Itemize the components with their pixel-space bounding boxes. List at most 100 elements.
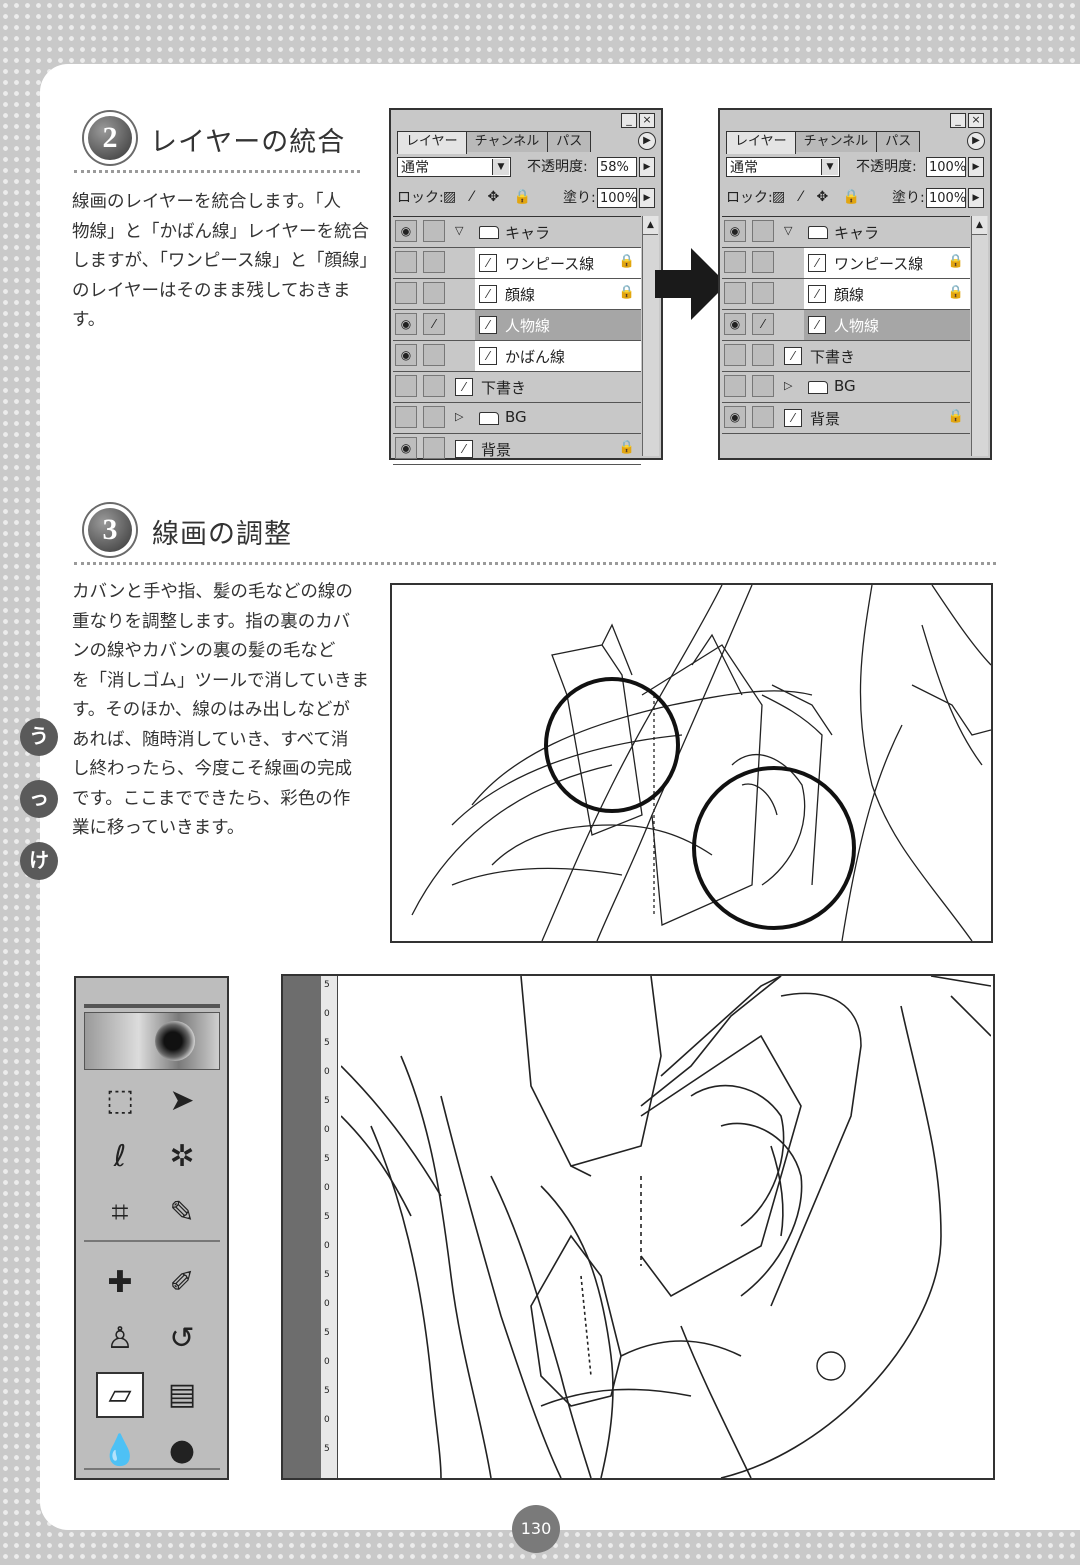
visibility-eye-icon[interactable]: ◉ <box>395 220 417 242</box>
layers-scrollbar[interactable]: ▲ <box>642 216 659 456</box>
opacity-arrow-icon[interactable]: ▶ <box>639 157 655 177</box>
link-brush-icon[interactable] <box>423 406 445 428</box>
close-icon[interactable]: × <box>968 113 984 128</box>
panel-menu-icon[interactable]: ▶ <box>638 132 656 150</box>
visibility-eye-icon[interactable]: ◉ <box>395 313 417 335</box>
scroll-up-icon[interactable]: ▲ <box>972 216 987 235</box>
layer-row[interactable]: ▷BG <box>393 403 641 434</box>
layer-body[interactable]: ⁄人物線 <box>804 310 970 340</box>
layer-body[interactable]: ⁄人物線 <box>475 310 641 340</box>
eraser-icon[interactable]: ▱ <box>96 1372 144 1418</box>
layer-body[interactable]: ⁄背景🔒 <box>780 403 970 433</box>
layers-scrollbar[interactable]: ▲ <box>971 216 988 456</box>
marquee-icon[interactable]: ⬚ <box>105 1083 135 1118</box>
link-brush-icon[interactable]: ⁄ <box>752 313 774 335</box>
brush-icon[interactable]: ✐ <box>169 1265 195 1300</box>
layer-body[interactable]: ⁄顔線🔒 <box>475 279 641 309</box>
link-brush-icon[interactable] <box>752 406 774 428</box>
fill-arrow-icon[interactable]: ▶ <box>968 188 984 208</box>
triangle-right-icon[interactable]: ▷ <box>455 410 464 423</box>
magic-wand-icon[interactable]: ✲ <box>169 1139 195 1174</box>
close-icon[interactable]: × <box>639 113 655 128</box>
layer-row[interactable]: ◉ ⁄ ⁄人物線 <box>722 310 970 341</box>
scroll-up-icon[interactable]: ▲ <box>643 216 658 235</box>
layer-body[interactable]: ⁄ワンピース線🔒 <box>804 248 970 278</box>
visibility-eye-icon[interactable] <box>724 251 746 273</box>
tab-paths[interactable]: パス <box>547 131 592 152</box>
lock-options-icons[interactable]: ▨ ⁄ ✥ 🔒 <box>772 189 866 205</box>
link-brush-icon[interactable] <box>752 375 774 397</box>
layer-body[interactable]: ▽キャラ <box>451 217 641 247</box>
link-brush-icon[interactable] <box>752 344 774 366</box>
visibility-eye-icon[interactable] <box>395 251 417 273</box>
visibility-eye-icon[interactable]: ◉ <box>724 220 746 242</box>
lasso-icon[interactable]: ℓ <box>113 1139 127 1174</box>
visibility-eye-icon[interactable]: ◉ <box>395 437 417 459</box>
link-brush-icon[interactable] <box>423 251 445 273</box>
minimize-icon[interactable]: _ <box>621 113 637 128</box>
layer-row[interactable]: ◉⁄かばん線 <box>393 341 641 372</box>
lock-options-icons[interactable]: ▨ ⁄ ✥ 🔒 <box>443 189 537 205</box>
layer-row[interactable]: ◉ ⁄背景🔒 <box>393 434 641 465</box>
layer-row[interactable]: ◉ ▽キャラ <box>393 217 641 248</box>
visibility-eye-icon[interactable] <box>724 344 746 366</box>
tab-channels[interactable]: チャンネル <box>794 131 878 152</box>
stamp-icon[interactable]: ♙ <box>106 1321 134 1356</box>
triangle-down-icon[interactable]: ▽ <box>784 224 793 237</box>
layer-body[interactable]: ⁄下書き <box>451 372 641 402</box>
layer-row[interactable]: ⁄下書き <box>722 341 970 372</box>
move-icon[interactable]: ➤ <box>169 1083 195 1118</box>
opacity-input[interactable]: 58% <box>597 157 637 177</box>
visibility-eye-icon[interactable] <box>724 282 746 304</box>
tab-layers[interactable]: レイヤー <box>726 131 796 154</box>
blend-mode-select[interactable]: 通常▼ <box>726 157 840 177</box>
layer-row[interactable]: ◉⁄背景🔒 <box>722 403 970 434</box>
tab-paths[interactable]: パス <box>876 131 921 152</box>
layer-body[interactable]: ⁄顔線🔒 <box>804 279 970 309</box>
layer-row[interactable]: ⁄ワンピース線🔒 <box>393 248 641 279</box>
visibility-eye-icon[interactable]: ◉ <box>724 313 746 335</box>
layer-row[interactable]: ▷BG <box>722 372 970 403</box>
triangle-right-icon[interactable]: ▷ <box>784 379 793 392</box>
panel-menu-icon[interactable]: ▶ <box>967 132 985 150</box>
link-brush-icon[interactable] <box>752 220 774 242</box>
opacity-arrow-icon[interactable]: ▶ <box>968 157 984 177</box>
layer-row[interactable]: ◉ ▽キャラ <box>722 217 970 248</box>
fill-input[interactable]: 100% <box>597 188 637 208</box>
layer-body[interactable]: ⁄ワンピース線🔒 <box>475 248 641 278</box>
layer-row[interactable]: ◉ ⁄ ⁄人物線 <box>393 310 641 341</box>
gradient-icon[interactable]: ▤ <box>167 1377 197 1412</box>
visibility-eye-icon[interactable] <box>395 406 417 428</box>
visibility-eye-icon[interactable] <box>395 282 417 304</box>
layer-body[interactable]: ▽キャラ <box>780 217 970 247</box>
layer-body[interactable]: ⁄下書き <box>780 341 970 371</box>
link-brush-icon[interactable] <box>423 375 445 397</box>
layer-row[interactable]: ⁄顔線🔒 <box>393 279 641 310</box>
link-brush-icon[interactable] <box>752 251 774 273</box>
layer-body[interactable]: ⁄背景🔒 <box>451 434 641 464</box>
link-brush-icon[interactable] <box>423 220 445 242</box>
fill-arrow-icon[interactable]: ▶ <box>639 188 655 208</box>
crop-icon[interactable]: ⌗ <box>111 1195 129 1230</box>
blend-mode-select[interactable]: 通常▼ <box>397 157 511 177</box>
visibility-eye-icon[interactable] <box>395 375 417 397</box>
visibility-eye-icon[interactable] <box>724 375 746 397</box>
link-brush-icon[interactable] <box>423 437 445 459</box>
link-brush-icon[interactable] <box>423 344 445 366</box>
opacity-input[interactable]: 100% <box>926 157 966 177</box>
layer-row[interactable]: ⁄ワンピース線🔒 <box>722 248 970 279</box>
dodge-icon[interactable]: ● <box>168 1433 196 1468</box>
visibility-eye-icon[interactable]: ◉ <box>395 344 417 366</box>
layer-row[interactable]: ⁄顔線🔒 <box>722 279 970 310</box>
triangle-down-icon[interactable]: ▽ <box>455 224 464 237</box>
layer-body[interactable]: ▷BG <box>780 372 970 402</box>
minimize-icon[interactable]: _ <box>950 113 966 128</box>
slice-icon[interactable]: ✎ <box>169 1195 195 1230</box>
fill-input[interactable]: 100% <box>926 188 966 208</box>
link-brush-icon[interactable]: ⁄ <box>423 313 445 335</box>
layer-row[interactable]: ⁄下書き <box>393 372 641 403</box>
layer-body[interactable]: ▷BG <box>451 403 641 433</box>
link-brush-icon[interactable] <box>423 282 445 304</box>
tab-layers[interactable]: レイヤー <box>397 131 467 154</box>
healing-icon[interactable]: ✚ <box>107 1265 133 1300</box>
